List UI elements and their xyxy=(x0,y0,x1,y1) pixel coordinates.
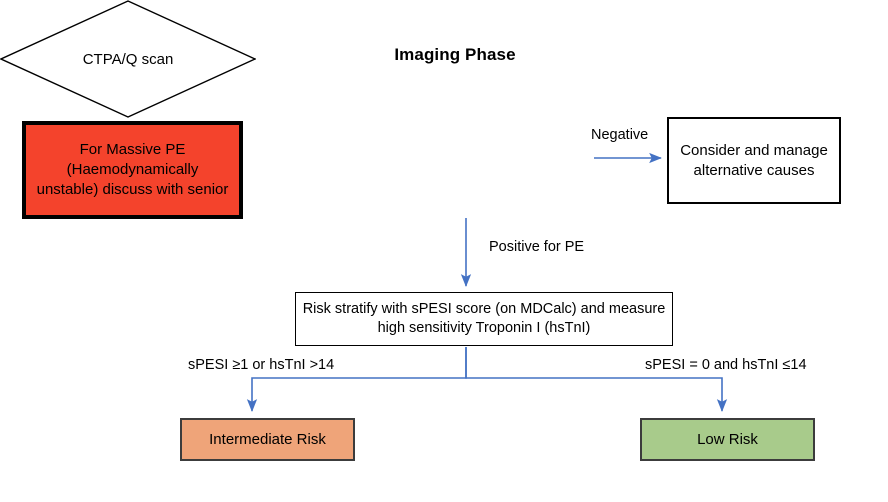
edge-label-negative: Negative xyxy=(591,127,649,143)
risk-stratify-box: Risk stratify with sPESI score (on MDCal… xyxy=(295,292,673,346)
massive-pe-text: For Massive PE (Haemodynamically unstabl… xyxy=(36,141,229,198)
intermediate-risk-box: Intermediate Risk xyxy=(180,418,355,461)
low-risk-text: Low Risk xyxy=(697,430,758,448)
intermediate-risk-text: Intermediate Risk xyxy=(209,430,326,448)
risk-stratify-text: Risk stratify with sPESI score (on MDCal… xyxy=(302,300,666,336)
edge-label-low-risk-criteria: sPESI = 0 and hsTnI ≤14 xyxy=(645,357,807,373)
alternative-causes-box: Consider and manage alternative causes xyxy=(667,117,841,204)
ctpa-decision-node: CTPA/Q scan xyxy=(0,0,256,118)
alternative-causes-text: Consider and manage alternative causes xyxy=(680,141,828,179)
low-risk-box: Low Risk xyxy=(640,418,815,461)
ctpa-decision-label: CTPA/Q scan xyxy=(82,50,174,68)
edge-label-high-risk-criteria: sPESI ≥1 or hsTnI >14 xyxy=(188,357,335,373)
page-title: Imaging Phase xyxy=(394,44,516,64)
diamond-shape xyxy=(0,0,256,118)
edge-to-low-risk xyxy=(465,347,728,412)
massive-pe-callout: For Massive PE (Haemodynamically unstabl… xyxy=(22,121,243,219)
edge-label-positive-for-pe: Positive for PE xyxy=(489,239,585,255)
